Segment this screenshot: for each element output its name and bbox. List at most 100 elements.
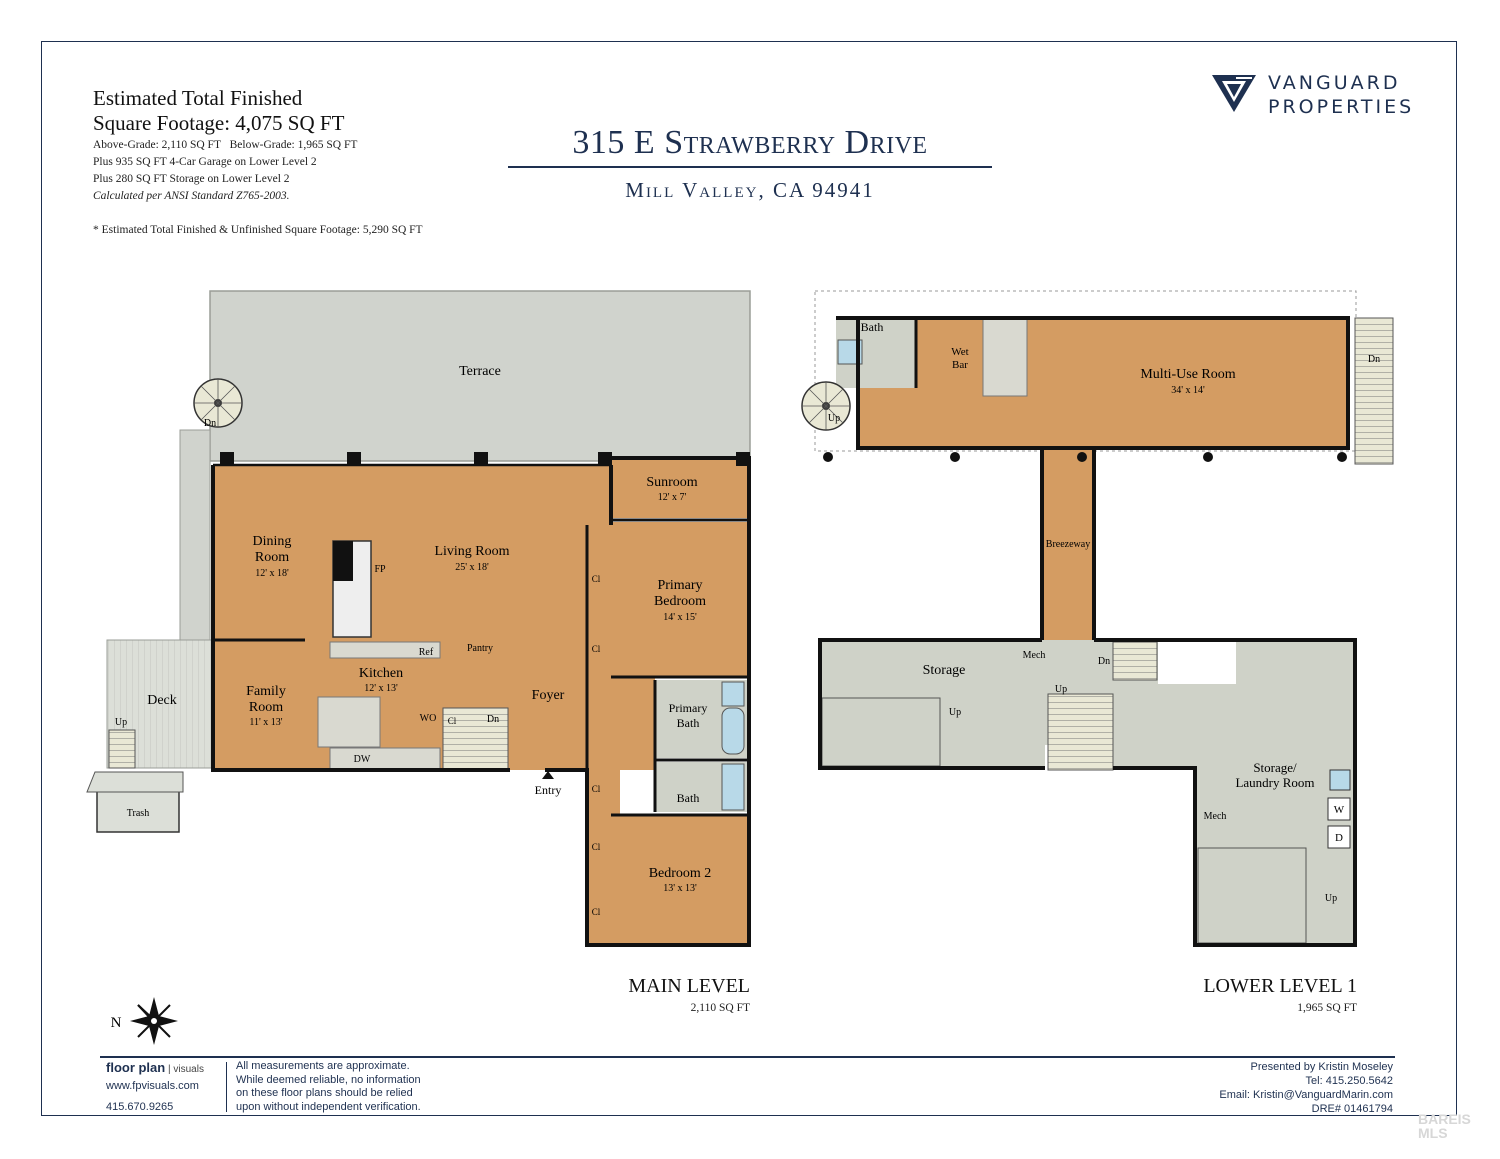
fpvisuals-brand: floor plan | visuals — [106, 1060, 204, 1075]
storage-unit-right — [1197, 847, 1307, 944]
dryer — [1327, 825, 1351, 849]
agent-presented: Presented by Kristin Moseley — [1250, 1061, 1393, 1073]
bedroom2-label: Bedroom 2 — [649, 866, 712, 881]
entry-arrow-icon — [542, 771, 554, 779]
kitchen-dim: 12' x 13' — [364, 683, 398, 694]
dining-label: Dining — [253, 534, 292, 549]
spiral-dn-label: Dn — [204, 418, 216, 429]
trash-area — [96, 789, 180, 833]
entry-label: Entry — [535, 783, 562, 797]
living-dim: 25' x 18' — [455, 562, 489, 573]
family-label2: Room — [249, 700, 283, 715]
storage-right-up-label: Up — [1325, 893, 1337, 904]
fpvisuals-site[interactable]: www.fpvisuals.com — [106, 1080, 199, 1092]
main-stair-dn-label: Dn — [487, 714, 499, 725]
primary-bath-label: Primary — [669, 701, 708, 715]
bedroom2-floor — [611, 815, 749, 945]
living-label: Living Room — [434, 544, 509, 559]
closet-label-4: Cl — [592, 842, 601, 852]
kitchen-island — [317, 696, 381, 748]
closet-label-2: Cl — [592, 644, 601, 654]
wet-bar-counter — [982, 317, 1028, 397]
sunroom-label: Sunroom — [646, 475, 697, 490]
spiral-stair-lower — [801, 381, 851, 431]
kitchen-counter-top — [329, 641, 441, 659]
lower-stairs-center — [1047, 693, 1114, 771]
closet-label-3: Cl — [592, 784, 601, 794]
disclaimer: All measurements are approximate. While … — [236, 1060, 421, 1113]
main-level-title: MAIN LEVEL — [628, 975, 750, 997]
wo-label: WO — [420, 713, 437, 724]
tub — [721, 707, 745, 755]
footer-divider — [100, 1056, 1395, 1058]
lower-walls — [818, 316, 1357, 947]
agent-dre: DRE# 01461794 — [1311, 1103, 1393, 1115]
lower-open-area — [1158, 642, 1236, 684]
laundry-label: Storage/ — [1253, 760, 1297, 775]
main-level-plan: Terrace Dn Dining Room 12' x 18' FP Livi… — [86, 290, 751, 947]
storage-up-label: Up — [949, 707, 961, 718]
agent-email[interactable]: Email: Kristin@VanguardMarin.com — [1219, 1089, 1393, 1101]
main-walls — [211, 456, 751, 947]
closet-label-1: Cl — [592, 574, 601, 584]
sqft-title-line2: Square Footage: 4,075 SQ FT — [93, 111, 345, 135]
terrace-side-strip — [179, 429, 211, 641]
storage-label: Storage — [923, 663, 966, 678]
primary-bedroom-dim: 14' x 15' — [663, 612, 697, 623]
lower-up-label: Up — [1055, 684, 1067, 695]
breezeway-floor — [1042, 450, 1094, 642]
deck-ramp — [86, 771, 184, 793]
kitchen-label: Kitchen — [359, 666, 403, 681]
spiral-up-label: Up — [828, 413, 840, 424]
lower-level-plan: Bath Wet Bar Multi-Use Room 34' x 14' Dn… — [801, 290, 1394, 947]
laundry-label2: Laundry Room — [1235, 775, 1314, 790]
kitchen-counter-bottom — [329, 747, 441, 771]
pantry-label: Pantry — [467, 643, 493, 654]
lower-outer-dn-label: Dn — [1368, 354, 1380, 365]
washer-label: W — [1334, 804, 1345, 816]
sqft-note: * Estimated Total Finished & Unfinished … — [93, 224, 423, 236]
logo-line2: PROPERTIES — [1268, 96, 1415, 118]
deck-label: Deck — [147, 693, 177, 708]
sqft-storage: Plus 280 SQ FT Storage on Lower Level 2 — [93, 173, 290, 185]
multi-use-label: Multi-Use Room — [1140, 367, 1235, 382]
logo-line1: VANGUARD — [1268, 72, 1401, 94]
agent-contact: Presented by Kristin Moseley Tel: 415.25… — [1150, 1060, 1393, 1116]
dryer-label: D — [1335, 832, 1343, 844]
terrace-area — [209, 290, 751, 462]
mls-watermark: BAREIS MLS — [1418, 1111, 1471, 1141]
main-level-sqft: 2,110 SQ FT — [690, 1002, 750, 1014]
compass-icon — [130, 997, 178, 1045]
sqft-ansi: Calculated per ANSI Standard Z765-2003. — [93, 190, 290, 202]
closet-label-5: Cl — [592, 907, 601, 917]
lower-pillars — [823, 452, 1347, 462]
mech-label-2: Mech — [1204, 811, 1227, 822]
fp-label: FP — [374, 564, 386, 575]
sqft-above-below: Above-Grade: 2,110 SQ FT Below-Grade: 1,… — [93, 139, 358, 151]
family-label: Family — [246, 684, 286, 699]
dw-label: DW — [354, 754, 371, 765]
laundry-sink — [1329, 769, 1351, 791]
dining-label2: Room — [255, 550, 289, 565]
page-frame — [41, 41, 1457, 1116]
bedroom2-dim: 13' x 13' — [663, 883, 697, 894]
multi-use-dim: 34' x 14' — [1171, 385, 1205, 396]
bath-label: Bath — [677, 791, 700, 805]
washer — [1327, 797, 1351, 821]
lower-level-sqft: 1,965 SQ FT — [1297, 1002, 1357, 1014]
trash-label: Trash — [127, 808, 149, 819]
lower-dn-label: Dn — [1098, 656, 1110, 667]
ref-label: Ref — [419, 647, 434, 658]
primary-bedroom-label2: Bedroom — [654, 594, 706, 609]
closets-floor — [587, 525, 611, 945]
lower-level-title: LOWER LEVEL 1 — [1203, 975, 1357, 997]
shower-primary — [721, 681, 745, 707]
lower-bath-label: Bath — [861, 320, 884, 334]
main-stairs — [442, 707, 509, 771]
lower-outer-stairs — [1354, 317, 1394, 465]
multi-use-floor — [858, 318, 1348, 448]
primary-bedroom-label: Primary — [657, 578, 702, 593]
sqft-garage: Plus 935 SQ FT 4-Car Garage on Lower Lev… — [93, 156, 317, 168]
address-underline — [508, 166, 992, 168]
shower-bath — [721, 763, 745, 811]
